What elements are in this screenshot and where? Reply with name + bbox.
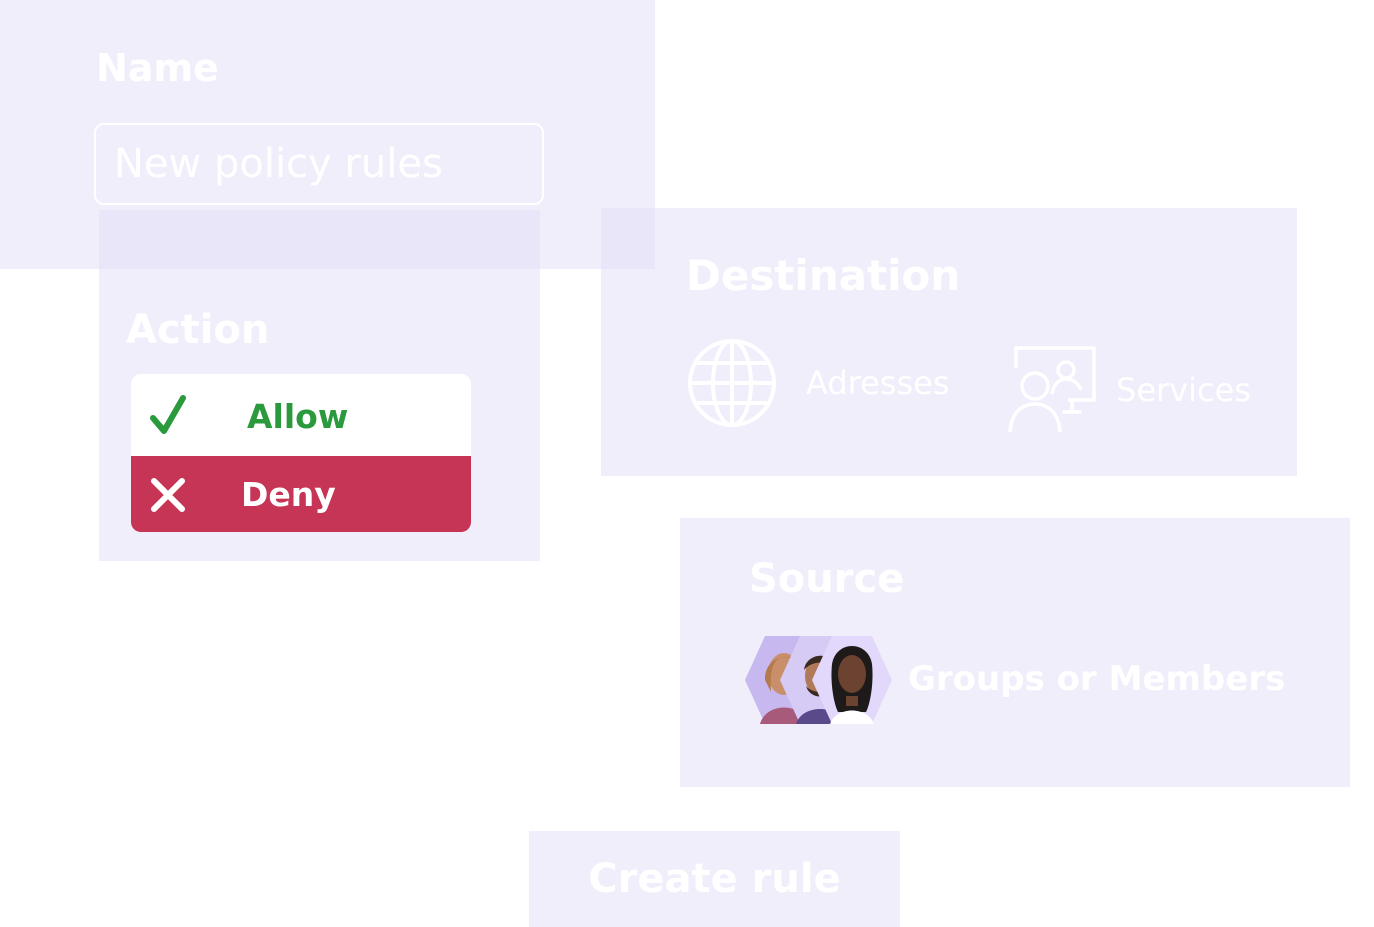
name-input[interactable]	[94, 123, 544, 205]
destination-addresses[interactable]: Adresses	[686, 337, 949, 429]
deny-label: Deny	[241, 474, 336, 514]
check-icon	[150, 395, 186, 434]
member-avatars[interactable]	[744, 634, 894, 726]
source-heading: Source	[749, 556, 905, 602]
destination-services[interactable]: Services	[1006, 344, 1251, 436]
source-groups-label[interactable]: Groups or Members	[908, 659, 1286, 699]
allow-label: Allow	[247, 396, 349, 436]
allow-option[interactable]: Allow	[131, 374, 471, 458]
action-heading: Action	[126, 307, 270, 353]
users-monitor-icon	[1008, 346, 1096, 433]
avatar	[812, 636, 892, 724]
destination-services-label: Services	[1116, 371, 1251, 409]
name-heading: Name	[96, 46, 219, 90]
destination-addresses-label: Adresses	[806, 364, 950, 402]
globe-icon	[688, 339, 776, 427]
deny-option[interactable]: Deny	[131, 456, 471, 532]
create-rule-button[interactable]: Create rule	[529, 831, 900, 927]
destination-heading: Destination	[686, 251, 961, 300]
close-icon	[151, 478, 185, 512]
